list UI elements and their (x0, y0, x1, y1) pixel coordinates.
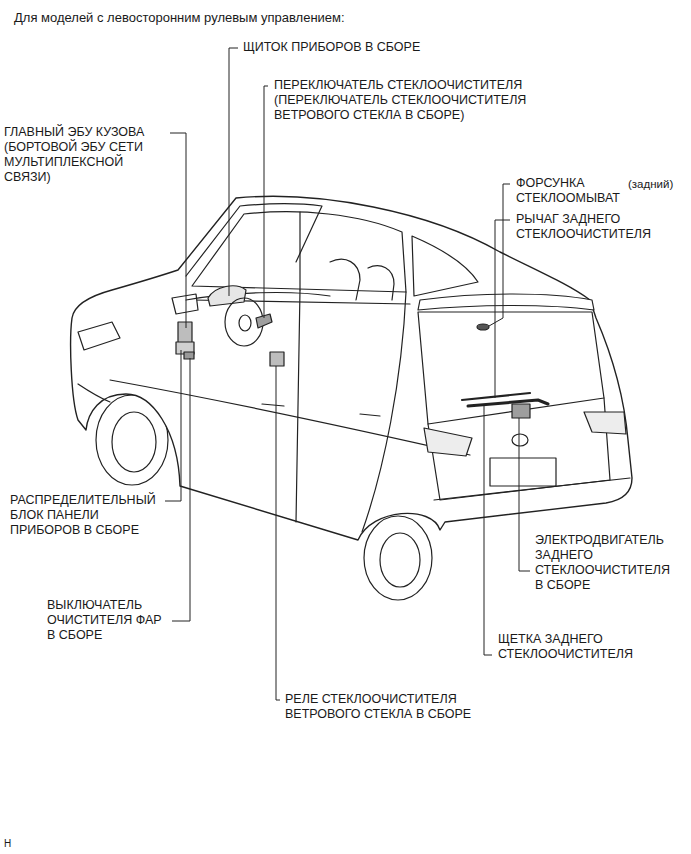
leader-line (264, 86, 268, 318)
seat (368, 266, 394, 300)
part-label: РЕЛЕ СТЕКЛООЧИСТИТЕЛЯ ВЕТРОВОГО СТЕКЛА В… (285, 692, 485, 722)
door-line (296, 290, 300, 522)
leader-line (489, 184, 510, 326)
part-label: РЫЧАГ ЗАДНЕГО СТЕКЛООЧИСТИТЕЛЯ (516, 212, 664, 242)
door-handle (360, 414, 380, 416)
washer-nozzle (477, 324, 489, 330)
rear-quarter-glass (412, 236, 478, 296)
rear-bumper (434, 478, 630, 500)
instrument-cluster (208, 286, 246, 306)
leader-line (229, 48, 238, 296)
headlight (78, 322, 120, 350)
rear-wheel (364, 516, 432, 600)
taillight (424, 428, 472, 456)
headlight-cleaner-switch (184, 352, 194, 359)
seat (330, 259, 360, 300)
rear-window (418, 312, 604, 424)
door-line (362, 292, 406, 532)
part-label: РАСПРЕДЕЛИТЕЛЬНЫЙ БЛОК ПАНЕЛИ ПРИБОРОВ В… (10, 493, 168, 538)
wiper-blade (462, 393, 530, 400)
wiper-relay (270, 352, 284, 366)
leader-line (484, 404, 492, 655)
leader-line (165, 350, 181, 501)
spoiler (418, 294, 594, 310)
part-label: ВЫКЛЮЧАТЕЛЬ ОЧИСТИТЕЛЯ ФАР В СБОРЕ (47, 598, 169, 643)
leader-line (519, 418, 530, 571)
leader-line (495, 220, 510, 398)
part-label: (задний) (628, 177, 673, 192)
dashboard (186, 293, 330, 300)
side-mirror (172, 294, 198, 314)
part-label: ПЕРЕКЛЮЧАТЕЛЬ СТЕКЛООЧИСТИТЕЛЯ (ПЕРЕКЛЮЧ… (274, 78, 554, 123)
diagram-title: Для моделей с левосторонним рулевым упра… (14, 10, 345, 26)
wiper-arm (468, 400, 548, 406)
taillight (584, 412, 626, 434)
side-character-line (110, 380, 470, 455)
part-label: ГЛАВНЫЙ ЭБУ КУЗОВА (БОРТОВОЙ ЭБУ СЕТИ МУ… (4, 125, 169, 185)
door-handle (262, 404, 284, 406)
part-label: ЩЕТКА ЗАДНЕГО СТЕКЛООЧИСТИТЕЛЯ (498, 632, 646, 662)
part-label: ЭЛЕКТРОДВИГАТЕЛЬ ЗАДНЕГО СТЕКЛООЧИСТИТЕЛ… (535, 533, 680, 593)
leader-line (276, 366, 280, 700)
license-plate-recess (490, 458, 556, 486)
wiper-motor (512, 404, 530, 418)
steering-hub (239, 315, 251, 331)
emblem (512, 434, 528, 446)
b-pillar (299, 212, 300, 290)
front-bumper (78, 384, 110, 402)
car-body (71, 196, 632, 540)
leader-line (170, 133, 186, 328)
part-label: ФОРСУНКА СТЕКЛООМЫВАТ (516, 176, 628, 206)
leader-line (172, 358, 190, 621)
part-label: H (4, 836, 11, 851)
rear-rim (380, 533, 420, 587)
front-rim (112, 412, 156, 472)
side-window (192, 212, 406, 292)
part-label: ЩИТОК ПРИБОРОВ В СБОРЕ (243, 40, 420, 55)
